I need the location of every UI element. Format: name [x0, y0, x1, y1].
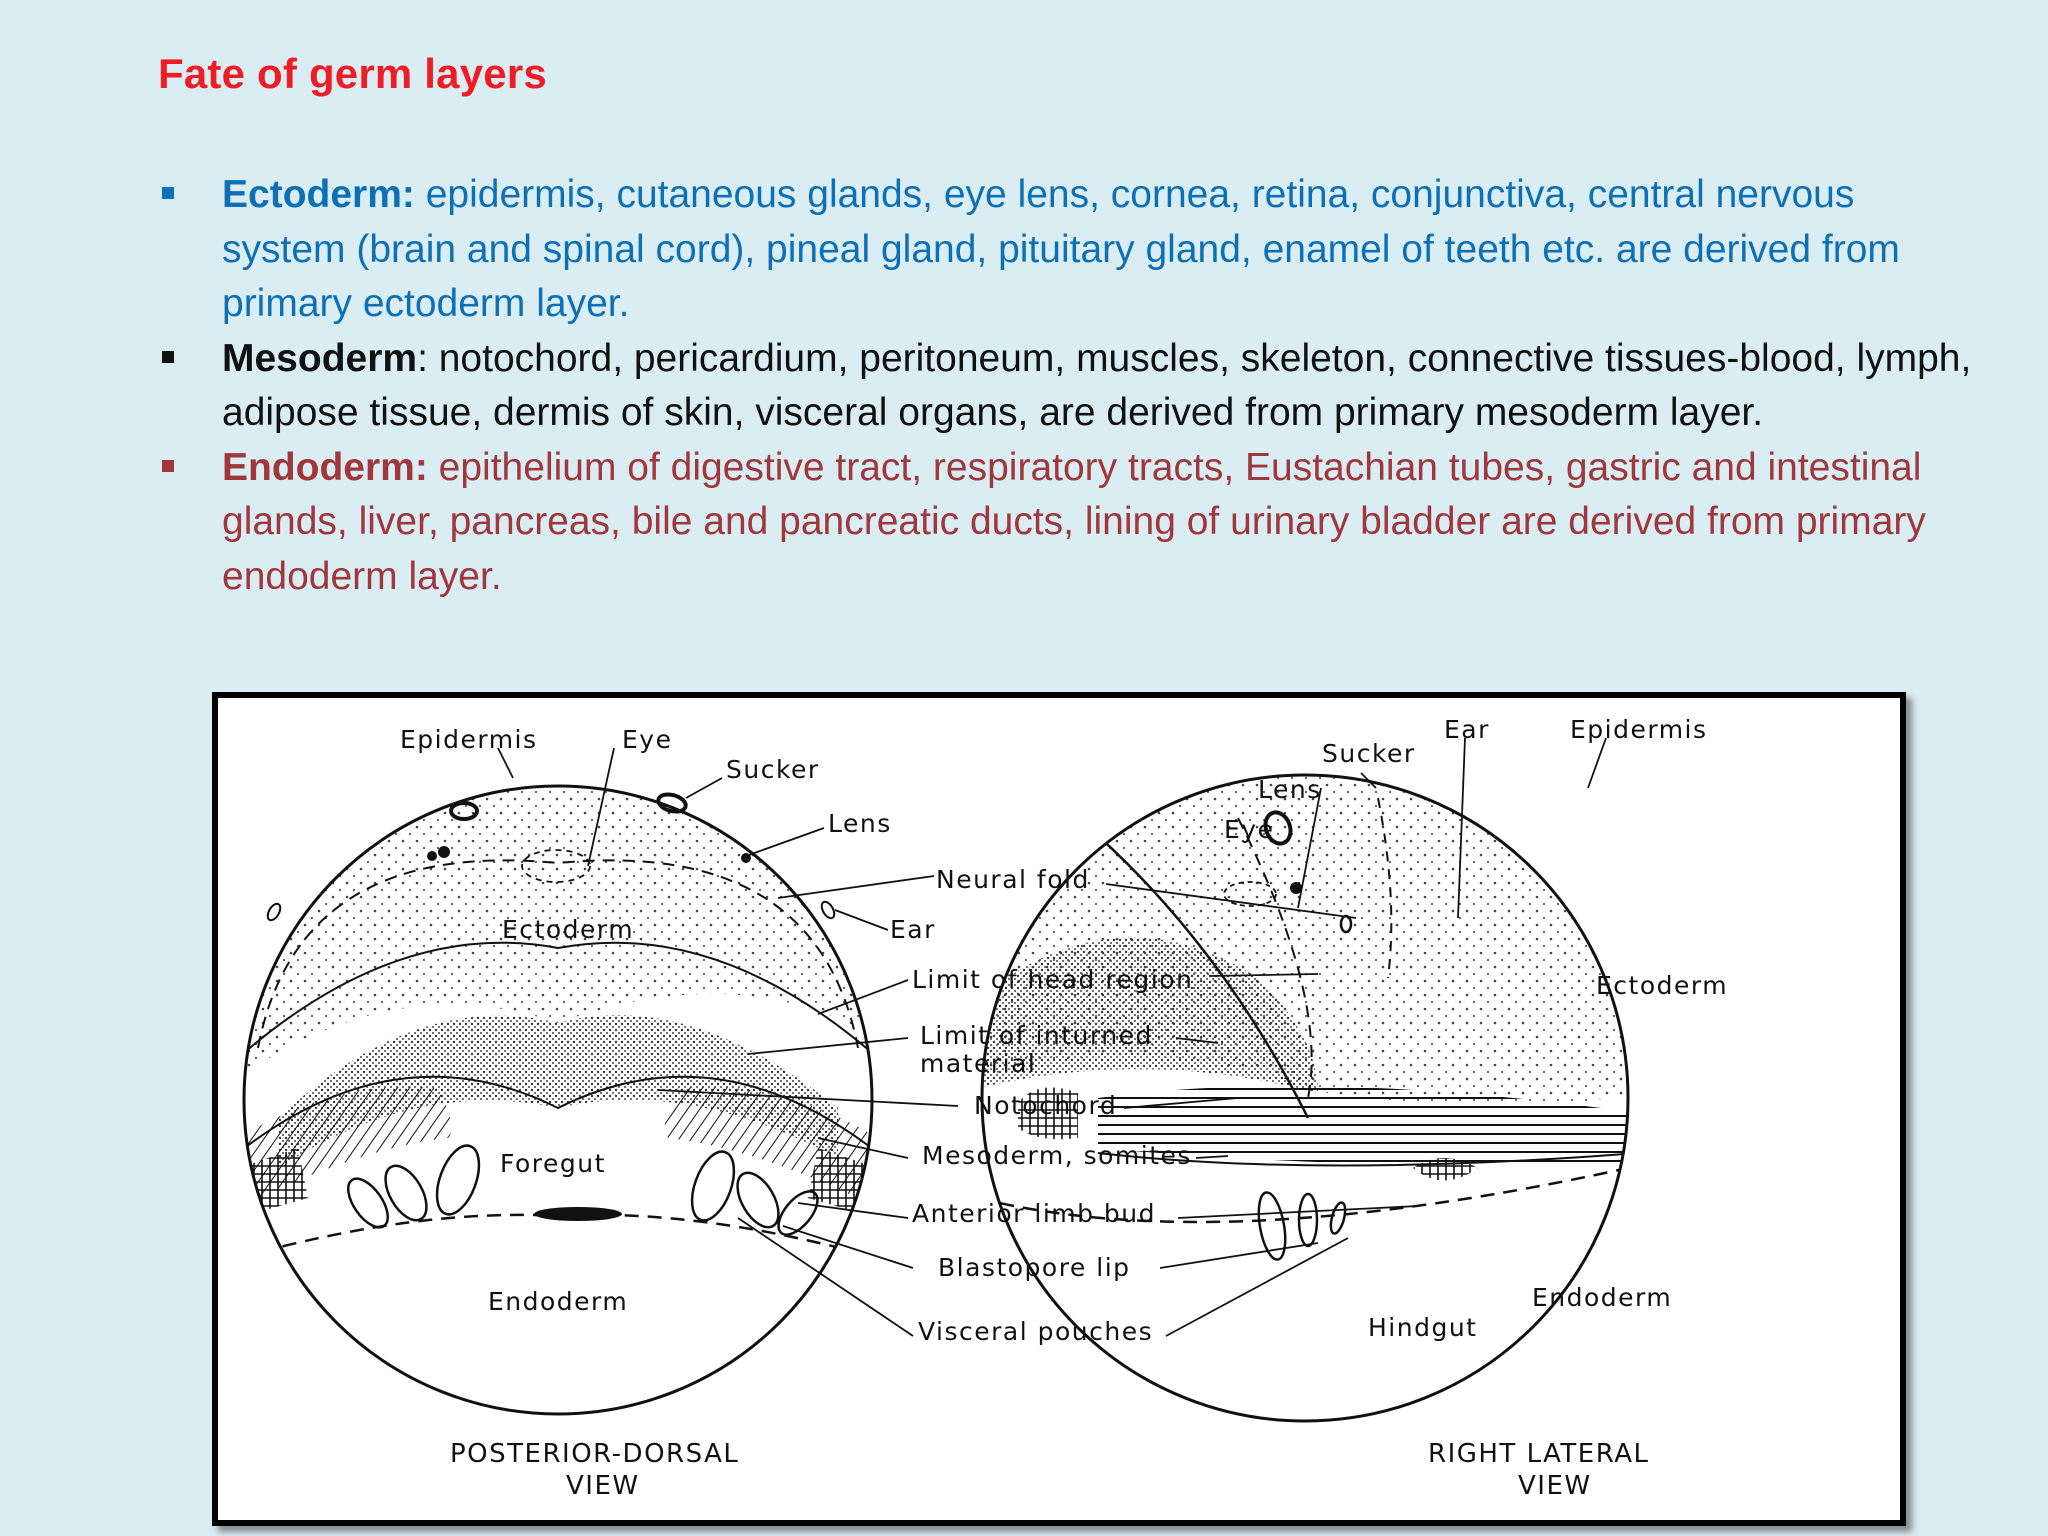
label-ectoderm-left: Ectoderm: [502, 915, 634, 944]
label-anterior-limb-bud: Anterior limb bud: [912, 1199, 1156, 1228]
bullet-text: epithelium of digestive tract, respirato…: [222, 445, 1926, 598]
caption-right-lateral: RIGHT LATERAL: [1428, 1439, 1650, 1469]
bullet-term: Endoderm:: [222, 445, 428, 489]
right-embryo: [980, 773, 1630, 1423]
label-lens-right: Lens: [1258, 775, 1322, 804]
leader-lines: [497, 737, 1607, 1337]
square-bullet-icon: [162, 187, 174, 199]
germ-layer-list: Ectoderm: epidermis, cutaneous glands, e…: [158, 168, 1988, 604]
bullet-term: Mesoderm: [222, 336, 418, 380]
bullet-mesoderm: Mesoderm: notochord, pericardium, perito…: [158, 332, 1988, 441]
label-epidermis-right: Epidermis: [1570, 715, 1708, 744]
label-blastopore-lip: Blastopore lip: [938, 1253, 1131, 1282]
square-bullet-icon: [162, 459, 174, 472]
bullet-text: epidermis, cutaneous glands, eye lens, c…: [222, 173, 1900, 325]
label-ear-center: Ear: [890, 915, 936, 944]
caption-view-left: VIEW: [566, 1471, 640, 1501]
label-eye-left: Eye: [622, 725, 672, 754]
bullet-endoderm: Endoderm: epithelium of digestive tract,…: [158, 441, 1988, 605]
label-limit-inturned-2: material: [920, 1049, 1036, 1078]
label-neural-fold: Neural fold: [936, 865, 1090, 894]
label-eye-right: Eye: [1224, 815, 1274, 844]
bullet-term: Ectoderm:: [222, 173, 415, 216]
bullet-text: : notochord, pericardium, peritoneum, mu…: [222, 336, 1972, 435]
embryo-diagram: Epidermis Eye Sucker Lens Ectoderm Foreg…: [242, 715, 1728, 1501]
label-mesoderm-somites: Mesoderm, somites: [922, 1141, 1192, 1170]
bullet-ectoderm: Ectoderm: epidermis, cutaneous glands, e…: [158, 168, 1988, 332]
caption-view-right: VIEW: [1518, 1471, 1592, 1501]
embryo-diagram-figure: Epidermis Eye Sucker Lens Ectoderm Foreg…: [212, 692, 1906, 1526]
caption-posterior-dorsal: POSTERIOR-DORSAL: [450, 1439, 739, 1469]
square-bullet-icon: [162, 350, 174, 363]
label-visceral-pouches: Visceral pouches: [918, 1317, 1153, 1346]
label-sucker-left: Sucker: [726, 755, 820, 784]
label-hindgut: Hindgut: [1368, 1313, 1477, 1342]
label-limit-inturned: Limit of inturned: [920, 1021, 1153, 1050]
label-sucker-right: Sucker: [1322, 739, 1416, 768]
label-limit-head: Limit of head region: [912, 965, 1193, 994]
label-foregut: Foregut: [500, 1149, 606, 1178]
label-endoderm-right: Endoderm: [1532, 1283, 1672, 1312]
label-lens-left: Lens: [828, 809, 892, 838]
label-epidermis-left: Epidermis: [400, 725, 538, 754]
left-embryo: [242, 784, 874, 1416]
label-notochord: Notochord: [974, 1091, 1117, 1120]
label-ectoderm-right: Ectoderm: [1596, 971, 1728, 1000]
label-ear-right: Ear: [1444, 715, 1490, 744]
slide-title: Fate of germ layers: [158, 50, 547, 97]
label-endoderm-left: Endoderm: [488, 1287, 628, 1316]
